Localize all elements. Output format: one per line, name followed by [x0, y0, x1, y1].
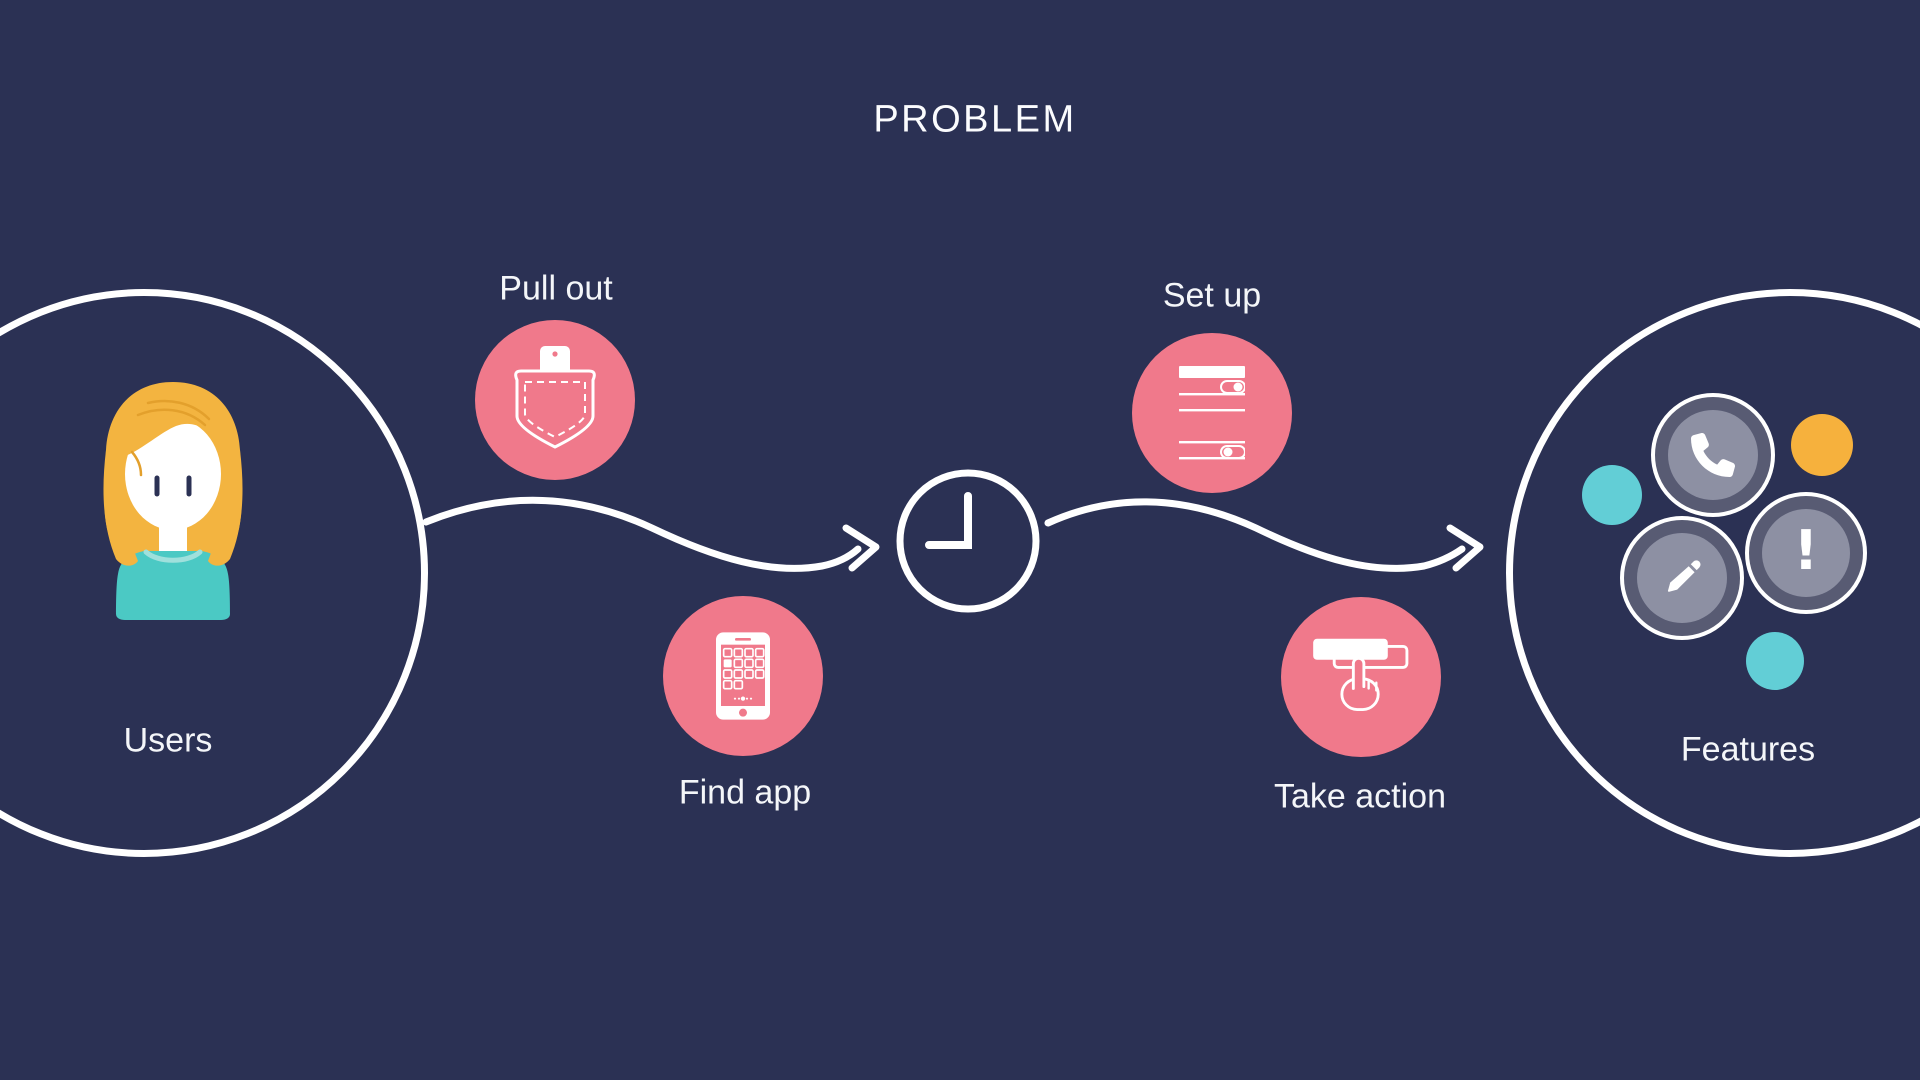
step-circle-find-app — [663, 596, 823, 756]
app-grid-phone-icon — [716, 632, 770, 720]
user-avatar — [103, 382, 243, 620]
feature-bubble-edit — [1620, 516, 1744, 640]
wave-arrow-left — [422, 496, 862, 572]
step-circle-set-up — [1132, 333, 1292, 493]
phone-call-icon — [1691, 433, 1735, 477]
features-label: Features — [1680, 730, 1816, 769]
arrowhead-left — [842, 524, 880, 572]
decor-dot-yellow — [1791, 414, 1853, 476]
step-label-find-app: Find app — [678, 773, 812, 812]
step-label-set-up: Set up — [1162, 276, 1262, 315]
step-label-pull-out: Pull out — [499, 269, 613, 308]
step-circle-pull-out — [475, 320, 635, 480]
alert-exclamation-icon: ! — [1793, 519, 1819, 582]
tap-button-icon — [1313, 638, 1409, 711]
feature-bubble-alert: ! — [1745, 492, 1867, 614]
wave-arrow-right — [1044, 498, 1466, 572]
edit-pencil-icon — [1667, 560, 1701, 592]
arrowhead-right — [1446, 524, 1484, 572]
settings-toggles-icon — [1179, 365, 1245, 459]
clock-icon — [896, 469, 1040, 613]
page-title: PROBLEM — [873, 98, 1077, 141]
feature-bubble-call — [1651, 393, 1775, 517]
step-label-take-action: Take action — [1274, 777, 1446, 816]
step-circle-take-action — [1281, 597, 1441, 757]
decor-dot-teal-left — [1582, 465, 1642, 525]
decor-dot-teal-bottom — [1746, 632, 1804, 690]
users-label: Users — [123, 721, 213, 760]
pocket-phone-icon — [514, 346, 596, 449]
